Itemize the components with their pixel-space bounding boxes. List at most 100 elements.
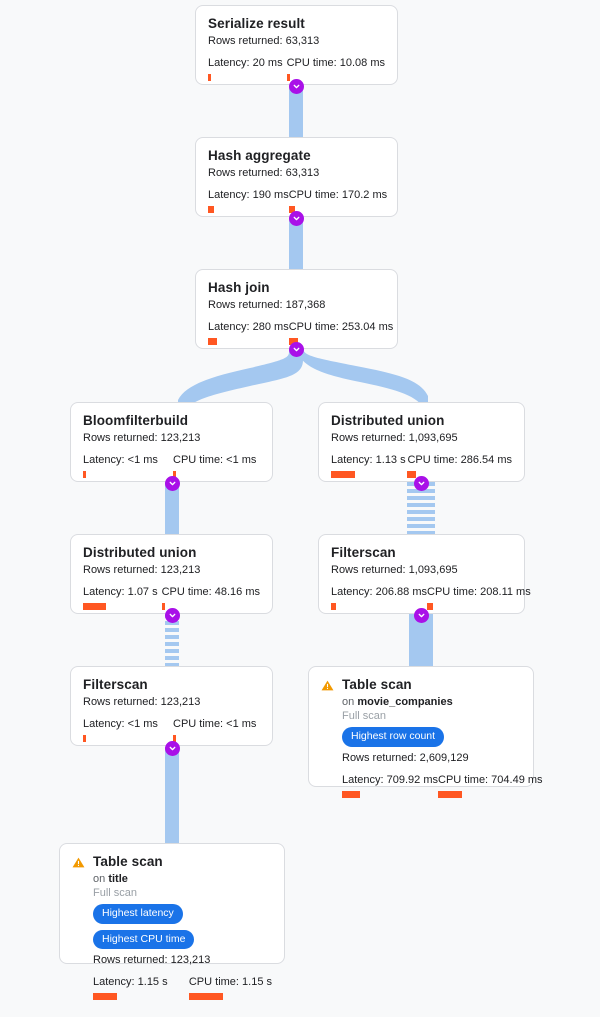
node-title: Filterscan: [83, 677, 148, 692]
node-latency-metric: Latency: 709.92 ms: [342, 774, 438, 798]
on-prefix: on: [93, 873, 106, 885]
node-badges: Highest latency Highest CPU time: [93, 904, 272, 949]
cpu-bar: [407, 471, 417, 478]
node-badges: Highest row count: [342, 727, 521, 747]
plan-node-table-scan-movie-companies[interactable]: Table scan on movie_companies Full scan …: [308, 666, 543, 798]
plan-node-distributed-union-right[interactable]: Distributed union Rows returned: 1,093,6…: [318, 402, 525, 482]
cpu-bar: [173, 471, 176, 478]
node-rows-returned: Rows returned: 63,313: [208, 167, 320, 179]
node-title: Hash aggregate: [208, 148, 311, 163]
node-rows-returned: Rows returned: 123,213: [83, 432, 201, 444]
node-title: Table scan: [342, 677, 412, 692]
plan-node-filterscan-right[interactable]: Filterscan Rows returned: 1,093,695 Late…: [318, 534, 531, 614]
on-prefix: on: [342, 696, 355, 708]
node-title: Serialize result: [208, 16, 305, 31]
latency-bar: [83, 735, 86, 742]
node-title: Table scan: [93, 854, 163, 869]
latency-bar: [208, 206, 214, 213]
table-name: movie_companies: [357, 696, 453, 708]
cpu-bar: [188, 993, 223, 1000]
chevron-down-icon[interactable]: [289, 342, 304, 357]
status-badge[interactable]: Highest row count: [342, 727, 445, 747]
cpu-bar: [288, 206, 295, 213]
node-latency-metric: Latency: 280 ms: [208, 321, 289, 345]
node-scan-type: Full scan: [342, 710, 387, 722]
node-title: Distributed union: [331, 413, 445, 428]
node-title: Hash join: [208, 280, 270, 295]
node-latency-metric: Latency: <1 ms: [83, 454, 173, 478]
plan-node-table-scan-title[interactable]: Table scan on title Full scan Highest la…: [59, 843, 285, 1000]
node-latency-metric: Latency: 1.07 s: [83, 586, 162, 610]
node-rows-returned: Rows returned: 63,313: [208, 35, 320, 47]
edge-hash-aggregate-to-hash-join: [289, 216, 303, 270]
node-title: Bloomfilterbuild: [83, 413, 189, 428]
plan-node-filterscan-left[interactable]: Filterscan Rows returned: 123,213 Latenc…: [70, 666, 273, 746]
node-cpu-metric: CPU time: 704.49 ms: [438, 774, 543, 798]
node-cpu-metric: CPU time: 253.04 ms: [288, 321, 393, 345]
node-rows-returned: Rows returned: 1,093,695: [331, 564, 458, 576]
node-cpu-metric: CPU time: 286.54 ms: [407, 454, 512, 478]
node-rows-returned: Rows returned: 123,213: [93, 954, 211, 966]
node-rows-returned: Rows returned: 1,093,695: [331, 432, 458, 444]
latency-bar: [83, 603, 106, 610]
chevron-down-icon[interactable]: [414, 476, 429, 491]
node-cpu-metric: CPU time: 1.15 s: [188, 976, 272, 1000]
plan-node-bloomfilterbuild[interactable]: Bloomfilterbuild Rows returned: 123,213 …: [70, 402, 273, 482]
latency-bar: [342, 790, 360, 798]
warning-triangle-icon: [72, 854, 85, 1000]
node-latency-metric: Latency: 190 ms: [208, 189, 289, 213]
cpu-bar: [438, 790, 462, 798]
chevron-down-icon[interactable]: [289, 79, 304, 94]
node-title: Distributed union: [83, 545, 197, 560]
cpu-bar: [286, 74, 290, 81]
plan-node-serialize-result[interactable]: Serialize result Rows returned: 63,313 L…: [195, 5, 398, 85]
chevron-down-icon[interactable]: [165, 741, 180, 756]
table-name: title: [108, 873, 128, 885]
edge-bloomfilterbuild-to-distributed-union: [165, 482, 179, 534]
node-cpu-metric: CPU time: 170.2 ms: [288, 189, 387, 213]
chevron-down-icon[interactable]: [165, 608, 180, 623]
chevron-down-icon[interactable]: [414, 608, 429, 623]
node-rows-returned: Rows returned: 2,609,129: [342, 751, 469, 764]
latency-bar: [208, 338, 217, 345]
node-cpu-metric: CPU time: 208.11 ms: [427, 586, 531, 610]
latency-bar: [93, 993, 117, 1000]
status-badge[interactable]: Highest latency: [93, 904, 183, 924]
node-cpu-metric: CPU time: 10.08 ms: [286, 57, 385, 81]
latency-bar: [331, 471, 355, 478]
node-scan-type: Full scan: [93, 887, 138, 899]
node-latency-metric: Latency: 20 ms: [208, 57, 287, 81]
node-cpu-metric: CPU time: <1 ms: [173, 718, 256, 742]
latency-bar: [331, 603, 336, 610]
latency-bar: [208, 74, 211, 81]
edge-serialize-to-hash-aggregate: [289, 85, 303, 137]
plan-node-distributed-union-left[interactable]: Distributed union Rows returned: 123,213…: [70, 534, 273, 614]
node-rows-returned: Rows returned: 123,213: [83, 696, 201, 708]
node-latency-metric: Latency: 206.88 ms: [331, 586, 427, 610]
cpu-bar: [173, 735, 176, 742]
latency-bar: [83, 471, 86, 478]
cpu-bar: [161, 603, 165, 610]
edge-filterscan-to-table-scan-title: [165, 747, 179, 843]
node-cpu-metric: CPU time: <1 ms: [173, 454, 256, 478]
status-badge[interactable]: Highest CPU time: [93, 929, 195, 949]
edge-distributed-union-to-filterscan-left: [165, 614, 179, 666]
node-table-reference: on title: [93, 872, 272, 886]
warning-triangle-icon: [321, 677, 334, 798]
chevron-down-icon[interactable]: [289, 211, 304, 226]
plan-node-hash-join[interactable]: Hash join Rows returned: 187,368 Latency…: [195, 269, 398, 349]
cpu-bar: [288, 338, 298, 345]
node-latency-metric: Latency: <1 ms: [83, 718, 173, 742]
node-latency-metric: Latency: 1.15 s: [93, 976, 189, 1000]
plan-node-hash-aggregate[interactable]: Hash aggregate Rows returned: 63,313 Lat…: [195, 137, 398, 217]
node-rows-returned: Rows returned: 123,213: [83, 564, 201, 576]
cpu-bar: [427, 603, 433, 610]
node-latency-metric: Latency: 1.13 s: [331, 454, 407, 478]
node-title: Filterscan: [331, 545, 396, 560]
node-rows-returned: Rows returned: 187,368: [208, 299, 326, 311]
chevron-down-icon[interactable]: [165, 476, 180, 491]
node-cpu-metric: CPU time: 48.16 ms: [161, 586, 260, 610]
